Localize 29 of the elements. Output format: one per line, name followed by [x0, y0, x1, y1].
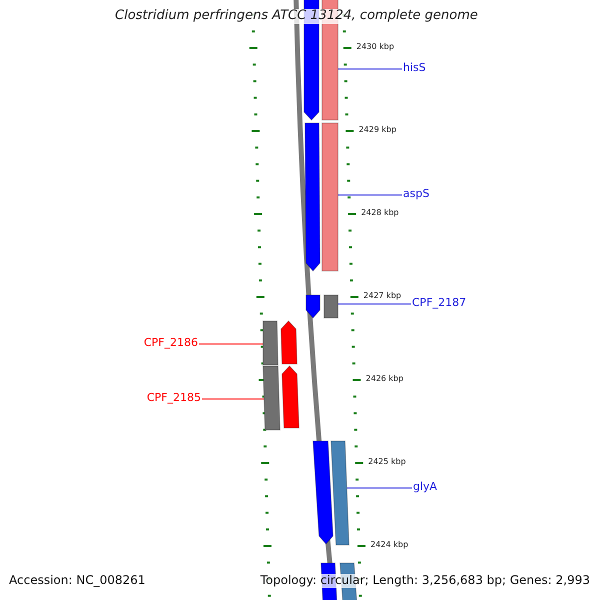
- gene-label: CPF_2187: [412, 297, 466, 310]
- gene-feature: [282, 365, 300, 428]
- leader-line: [338, 68, 402, 70]
- tick-label: 2429 kbp: [358, 125, 396, 134]
- gene-feature: [330, 440, 350, 546]
- leader-line: [338, 194, 402, 196]
- gene-feature: [312, 440, 334, 545]
- tick-label: 2424 kbp: [370, 540, 408, 550]
- tick-label: 2427 kbp: [363, 291, 402, 300]
- gene-feature: [262, 366, 280, 430]
- leader-line: [202, 398, 264, 400]
- gene-label: hisS: [403, 62, 426, 75]
- accession-text: Accession: NC_008261: [9, 574, 146, 588]
- tick-label: 2426 kbp: [366, 374, 404, 384]
- gene-label: CPF_2186: [144, 337, 198, 350]
- gene-feature: [304, 122, 320, 272]
- gene-feature: [306, 294, 320, 319]
- gene-feature: [280, 320, 298, 364]
- gene-label: aspS: [403, 188, 430, 201]
- tick-label: 2425 kbp: [368, 457, 406, 466]
- gene-label: glyA: [413, 481, 438, 494]
- tick-label: 2428 kbp: [361, 208, 399, 218]
- title: Clostridium perfringens ATCC 13124, complete genome: [115, 9, 478, 24]
- gene-feature: [324, 294, 338, 318]
- gene-feature: [262, 320, 278, 366]
- genome-info-text: Topology: circular; Length: 3,256,683 bp; Genes: 2,993: [260, 574, 590, 588]
- gene-feature: [322, 122, 338, 272]
- tick-label: 2430 kbp: [356, 42, 394, 52]
- gene-label: CPF_2185: [146, 392, 201, 405]
